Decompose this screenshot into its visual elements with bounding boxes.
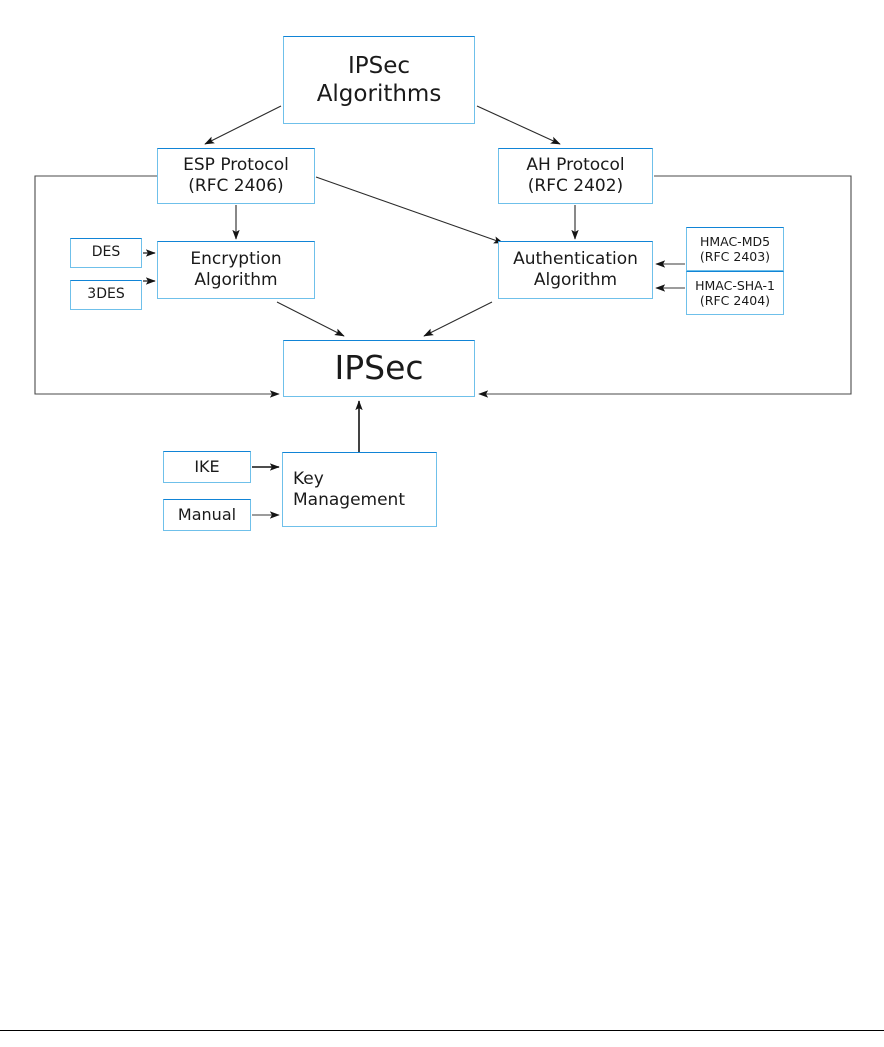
edge-algorithms-to-esp — [204, 105, 282, 145]
node-authentication-algorithm[interactable]: Authentication Algorithm — [498, 241, 653, 299]
node-ah-protocol-line1: AH Protocol — [526, 155, 625, 176]
node-esp-protocol-line2: (RFC 2406) — [188, 176, 284, 196]
node-esp-protocol[interactable]: ESP Protocol (RFC 2406) — [157, 148, 315, 204]
node-encryption-algorithm[interactable]: Encryption Algorithm — [157, 241, 315, 299]
node-encryption-algorithm-line2: Algorithm — [194, 270, 278, 290]
node-des-label: DES — [91, 244, 121, 261]
node-authentication-algorithm-line2: Algorithm — [533, 270, 618, 290]
node-manual[interactable]: Manual — [163, 499, 251, 531]
node-hmac-md5[interactable]: HMAC-MD5 (RFC 2403) — [686, 227, 784, 271]
node-3des[interactable]: 3DES — [70, 280, 142, 310]
node-key-management-line2: Management — [293, 489, 405, 510]
node-ah-protocol[interactable]: AH Protocol (RFC 2402) — [498, 148, 653, 204]
node-key-management-line1: Key — [293, 468, 324, 489]
node-key-management[interactable]: Key Management — [282, 452, 437, 527]
node-ike-label: IKE — [194, 457, 220, 477]
node-authentication-algorithm-line1: Authentication — [513, 249, 638, 270]
edge-esp-to-authentication — [315, 176, 504, 244]
node-hmac-sha1-line2: (RFC 2404) — [699, 293, 771, 308]
edge-authentication-to-ipsec — [423, 301, 493, 337]
node-hmac-md5-line2: (RFC 2403) — [699, 249, 771, 264]
node-ipsec-algorithms-line2: Algorithms — [316, 81, 442, 107]
node-ike[interactable]: IKE — [163, 451, 251, 483]
node-encryption-algorithm-line1: Encryption — [190, 249, 282, 270]
node-ipsec-label: IPSec — [334, 348, 424, 388]
node-ipsec-algorithms[interactable]: IPSec Algorithms — [283, 36, 475, 124]
edge-algorithms-to-ah — [476, 105, 561, 145]
node-manual-label: Manual — [177, 505, 237, 525]
page-bottom-rule — [0, 1030, 884, 1031]
node-hmac-md5-line1: HMAC-MD5 — [699, 233, 771, 249]
node-hmac-sha1-line1: HMAC-SHA-1 — [695, 277, 775, 293]
node-hmac-sha1[interactable]: HMAC-SHA-1 (RFC 2404) — [686, 271, 784, 315]
node-des[interactable]: DES — [70, 238, 142, 268]
node-ipsec[interactable]: IPSec — [283, 340, 475, 397]
edge-encryption-to-ipsec — [276, 301, 345, 337]
node-3des-label: 3DES — [87, 286, 125, 303]
node-ah-protocol-line2: (RFC 2402) — [527, 176, 624, 196]
node-esp-protocol-line1: ESP Protocol — [183, 155, 289, 176]
node-ipsec-algorithms-line1: IPSec — [347, 52, 411, 79]
